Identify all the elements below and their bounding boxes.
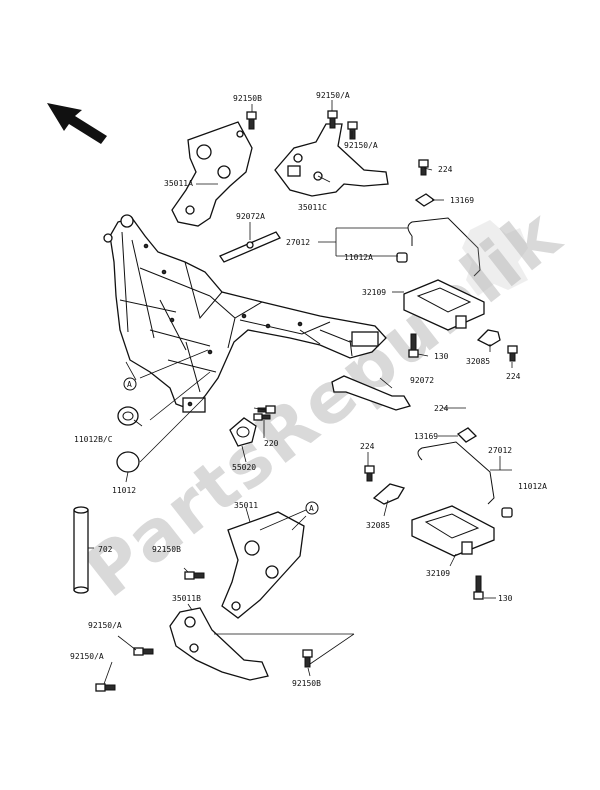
label-11012: 11012 [112, 486, 136, 495]
bolt-92150a-3 [133, 647, 154, 656]
plug-11012 [116, 451, 140, 473]
cover-55020 [229, 417, 257, 447]
label-13169-top: 13169 [450, 196, 474, 205]
clip-13169-mid [456, 427, 478, 443]
front-direction-arrow-icon [47, 103, 107, 144]
leader-lines [88, 100, 513, 685]
label-11012bc: 11012B/C [74, 435, 113, 444]
label-92072: 92072 [410, 376, 434, 385]
grommet-11012a-low [501, 507, 513, 518]
label-92150b-mid: 92150B [152, 545, 181, 554]
bolt-130-top [408, 333, 419, 358]
bolt-220 [253, 413, 271, 421]
label-92150b-top: 92150B [233, 94, 262, 103]
bolt-92150b-bot [302, 649, 313, 668]
bracket-35011 [221, 511, 305, 619]
label-32085-top: 32085 [466, 357, 490, 366]
pipe-702 [73, 506, 89, 594]
strap-92072 [331, 375, 411, 411]
label-35011a: 35011A [164, 179, 193, 188]
bolt-92150a-1 [327, 110, 338, 129]
label-92150b-bot: 92150B [292, 679, 321, 688]
label-92150a-1: 92150/A [316, 91, 350, 100]
label-32085-low: 32085 [366, 521, 390, 530]
tray-32109-low [411, 505, 495, 557]
tray-32109-top [403, 279, 485, 331]
label-11012a-top: 11012A [344, 253, 373, 262]
label-224-right: 224 [506, 372, 521, 381]
clip-13169-top [414, 193, 436, 207]
watermark-gear-icon [462, 220, 528, 296]
bracket-35011a [171, 121, 253, 227]
rod-27012-top [407, 217, 481, 277]
grommet-11012a-top [396, 252, 408, 263]
label-92150a-3: 92150/A [88, 621, 122, 630]
bolt-92150a-2 [347, 121, 358, 140]
bolt-224-right [507, 345, 518, 362]
bolt-130-low [473, 575, 484, 600]
label-32109-top: 32109 [362, 288, 386, 297]
bolt-224-low [364, 465, 375, 482]
bracket-35011c [274, 123, 389, 197]
callout-a-bracket: A [305, 501, 319, 515]
label-130-top: 130 [434, 352, 449, 361]
label-27012-mid: 27012 [488, 446, 512, 455]
label-11012a-mid: 11012A [518, 482, 547, 491]
clamp-32085-low [372, 483, 405, 505]
label-27012-top: 27012 [286, 238, 310, 247]
callout-a-frame: A [123, 377, 137, 391]
label-130-low: 130 [498, 594, 513, 603]
label-220: 220 [264, 439, 279, 448]
label-35011c: 35011C [298, 203, 327, 212]
label-92150a-4: 92150/A [70, 652, 104, 661]
label-224-low: 224 [360, 442, 375, 451]
label-92072a: 92072A [236, 212, 265, 221]
label-35011: 35011 [234, 501, 258, 510]
callout-a-label-2: A [309, 504, 314, 513]
bolt-92150a-4 [95, 683, 116, 692]
label-13169-mid: 13169 [414, 432, 438, 441]
callout-a-label: A [127, 380, 132, 389]
label-35011b: 35011B [172, 594, 201, 603]
rod-27012-low [417, 441, 495, 505]
grommet-11012bc [117, 406, 139, 426]
label-224-mid: 224 [434, 404, 449, 413]
label-32109-low: 32109 [426, 569, 450, 578]
bolt-92150b-top [246, 111, 257, 130]
label-92150a-2: 92150/A [344, 141, 378, 150]
bolt-224-top [418, 159, 429, 176]
label-702: 702 [98, 545, 113, 554]
bolt-92150b-mid [184, 571, 205, 580]
label-55020: 55020 [232, 463, 256, 472]
bolt-224-mid [257, 405, 276, 414]
bracket-35011b [169, 607, 269, 681]
label-224-top: 224 [438, 165, 453, 174]
clamp-32085-top [476, 329, 501, 347]
strap-92072a [219, 231, 281, 263]
